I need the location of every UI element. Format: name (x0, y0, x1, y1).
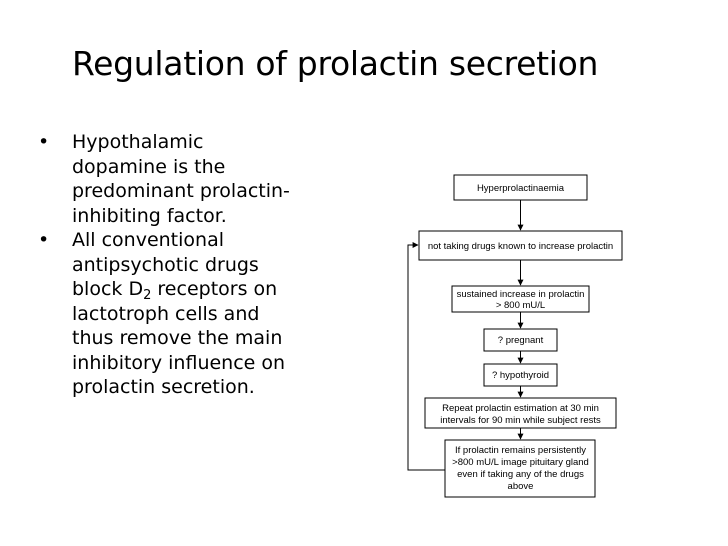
slide-title: Regulation of prolactin secretion (72, 44, 599, 83)
bullet-line: Hypothalamic (72, 131, 204, 153)
d2-text-pre: block D (72, 278, 144, 300)
bullet-line: lactotroph cells and (72, 302, 260, 325)
node-text: >800 mU/L image pituitary gland (452, 457, 589, 468)
node-text: not taking drugs known to increase prola… (428, 241, 613, 252)
bullet-line: inhibitory influence on (72, 351, 286, 374)
flow-loop-arrow (407, 242, 445, 471)
bullet-line: predominant prolactin- (72, 180, 290, 202)
node-text: intervals for 90 min while subject rests (440, 415, 601, 426)
bullet-item-dopamine: Hypothalamic dopamine is the predominant… (38, 130, 358, 228)
bullet-item-antipsychotics: All conventional antipsychotic drugs blo… (38, 228, 358, 400)
bullet-line: thus remove the main (72, 327, 283, 349)
node-text: ? pregnant (498, 335, 544, 346)
bullet-line: All conventional (72, 229, 224, 251)
flow-node-image-pituitary: If prolactin remains persistently >800 m… (444, 439, 596, 498)
flow-node-hyperprolactinaemia: Hyperprolactinaemia (453, 174, 588, 201)
node-text: sustained increase in prolactin (457, 289, 585, 300)
bullet-list: Hypothalamic dopamine is the predominant… (38, 130, 358, 400)
bullet-line: prolactin secretion. (72, 376, 255, 398)
node-text: Hyperprolactinaemia (477, 183, 565, 194)
node-text: Repeat prolactin estimation at 30 min (442, 403, 599, 414)
flow-node-not-taking-drugs: not taking drugs known to increase prola… (418, 230, 623, 261)
flow-node-sustained-increase: sustained increase in prolactin > 800 mU… (451, 285, 590, 313)
node-text: above (508, 481, 534, 492)
bullet-line-d2: block D2 receptors on (72, 277, 358, 302)
d2-subscript: 2 (143, 288, 152, 303)
bullet-line: inhibiting factor. (72, 204, 227, 227)
node-text: > 800 mU/L (496, 300, 545, 311)
bullet-line: dopamine is the (72, 155, 226, 178)
d2-text-post: receptors on (151, 278, 278, 300)
flow-node-repeat-estimation: Repeat prolactin estimation at 30 min in… (424, 397, 617, 429)
flow-node-pregnant: ? pregnant (483, 328, 558, 352)
flow-node-hypothyroid: ? hypothyroid (483, 363, 558, 387)
node-text: ? hypothyroid (492, 370, 549, 381)
node-text: If prolactin remains persistently (455, 445, 586, 456)
bullet-line: antipsychotic drugs (72, 253, 259, 276)
node-text: even if taking any of the drugs (457, 469, 584, 480)
